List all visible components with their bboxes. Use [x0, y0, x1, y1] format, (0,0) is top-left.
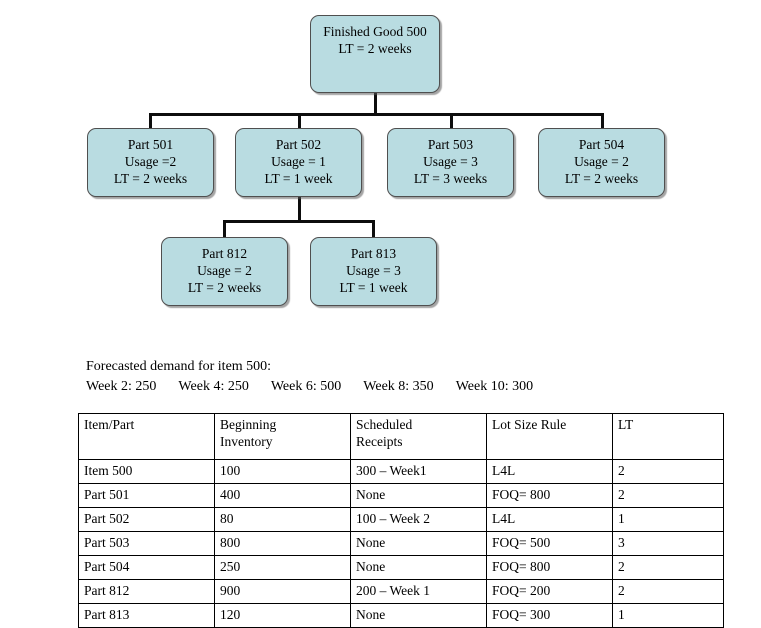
cell-item-part: Part 504 — [78, 555, 215, 580]
node-part-502[interactable]: Part 502 Usage = 1 LT = 1 week — [235, 128, 362, 197]
column-header-lot-size-rule: Lot Size Rule — [486, 413, 613, 460]
connector-drop-part502 — [298, 113, 301, 129]
cell-lot-size-rule: FOQ= 300 — [486, 603, 613, 628]
node-line: Usage = 3 — [423, 154, 478, 169]
node-line: Part 812 — [201, 246, 248, 261]
node-line: Usage =2 — [124, 154, 177, 169]
node-line: LT = 1 week — [339, 280, 408, 295]
cell-lt: 1 — [612, 507, 724, 532]
node-finished-good-500[interactable]: Finished Good 500 LT = 2 weeks — [310, 15, 440, 93]
forecast-weeks: Week 2: 250 Week 4: 250 Week 6: 500 Week 8:… — [86, 377, 533, 397]
column-header-item-part: Item/Part — [78, 413, 215, 460]
cell-scheduled-receipts: None — [350, 483, 487, 508]
cell-scheduled-receipts: None — [350, 603, 487, 628]
table-row: Item 500 100 300 – Week1 L4L 2 — [78, 459, 724, 484]
cell-beginning-inventory: 900 — [214, 579, 351, 604]
node-line: Finished Good 500 — [323, 24, 427, 39]
node-line: Usage = 2 — [574, 154, 629, 169]
cell-lt: 2 — [612, 555, 724, 580]
node-line: LT = 3 weeks — [413, 171, 488, 186]
table-row: Part 813 120 None FOQ= 300 1 — [78, 603, 724, 628]
table-row: Part 504 250 None FOQ= 800 2 — [78, 555, 724, 580]
cell-lot-size-rule: L4L — [486, 459, 613, 484]
table-row: Part 812 900 200 – Week 1 FOQ= 200 2 — [78, 579, 724, 604]
cell-beginning-inventory: 120 — [214, 603, 351, 628]
connector-part502-down — [298, 197, 301, 222]
node-line: Usage = 3 — [346, 263, 401, 278]
cell-scheduled-receipts: 200 – Week 1 — [350, 579, 487, 604]
cell-beginning-inventory: 800 — [214, 531, 351, 556]
node-line: Part 501 — [127, 137, 174, 152]
node-line: Part 502 — [275, 137, 322, 152]
forecast-block: Forecasted demand for item 500: Week 2: … — [86, 357, 533, 397]
cell-item-part: Part 501 — [78, 483, 215, 508]
cell-item-part: Part 812 — [78, 579, 215, 604]
node-line: LT = 2 weeks — [564, 171, 639, 186]
connector-drop-part504 — [601, 113, 604, 129]
node-line: Usage = 2 — [197, 263, 252, 278]
connector-drop-part813 — [372, 220, 375, 238]
cell-scheduled-receipts: 100 – Week 2 — [350, 507, 487, 532]
cell-beginning-inventory: 250 — [214, 555, 351, 580]
cell-lt: 1 — [612, 603, 724, 628]
cell-scheduled-receipts: None — [350, 555, 487, 580]
column-header-lt: LT — [612, 413, 724, 460]
connector-drop-part812 — [223, 220, 226, 238]
cell-lot-size-rule: FOQ= 800 — [486, 483, 613, 508]
cell-item-part: Part 503 — [78, 531, 215, 556]
forecast-week-item: Week 8: 350 — [363, 379, 434, 394]
cell-lot-size-rule: FOQ= 200 — [486, 579, 613, 604]
cell-lt: 2 — [612, 579, 724, 604]
cell-lot-size-rule: FOQ= 500 — [486, 531, 613, 556]
node-line: Part 813 — [350, 246, 397, 261]
node-line: Usage = 1 — [271, 154, 326, 169]
node-line: LT = 2 weeks — [187, 280, 262, 295]
table-row: Part 503 800 None FOQ= 500 3 — [78, 531, 724, 556]
forecast-title: Forecasted demand for item 500: — [86, 359, 272, 374]
table-row: Part 501 400 None FOQ= 800 2 — [78, 483, 724, 508]
node-line: LT = 1 week — [264, 171, 333, 186]
node-part-813[interactable]: Part 813 Usage = 3 LT = 1 week — [310, 237, 437, 306]
node-line: Part 503 — [427, 137, 474, 152]
node-part-812[interactable]: Part 812 Usage = 2 LT = 2 weeks — [161, 237, 288, 306]
cell-lot-size-rule: L4L — [486, 507, 613, 532]
cell-beginning-inventory: 100 — [214, 459, 351, 484]
node-part-501[interactable]: Part 501 Usage =2 LT = 2 weeks — [87, 128, 214, 197]
connector-drop-part503 — [450, 113, 453, 129]
connector-level2-bus — [149, 113, 604, 116]
node-line: LT = 2 weeks — [113, 171, 188, 186]
table-row: Part 502 80 100 – Week 2 L4L 1 — [78, 507, 724, 532]
cell-item-part: Item 500 — [78, 459, 215, 484]
forecast-week-item: Week 6: 500 — [270, 379, 342, 394]
cell-lt: 3 — [612, 531, 724, 556]
node-part-504[interactable]: Part 504 Usage = 2 LT = 2 weeks — [538, 128, 665, 197]
cell-item-part: Part 502 — [78, 507, 215, 532]
connector-drop-part501 — [149, 113, 152, 129]
cell-item-part: Part 813 — [78, 603, 215, 628]
cell-lt: 2 — [612, 459, 724, 484]
forecast-week-item: Week 2: 250 — [86, 379, 157, 394]
connector-root-down — [374, 93, 377, 115]
cell-lot-size-rule: FOQ= 800 — [486, 555, 613, 580]
node-part-503[interactable]: Part 503 Usage = 3 LT = 3 weeks — [387, 128, 514, 197]
cell-beginning-inventory: 80 — [214, 507, 351, 532]
cell-beginning-inventory: 400 — [214, 483, 351, 508]
connector-level3-bus — [223, 220, 375, 223]
forecast-week-item: Week 4: 250 — [178, 379, 249, 394]
cell-scheduled-receipts: 300 – Week1 — [350, 459, 487, 484]
node-line: LT = 2 weeks — [338, 41, 412, 56]
cell-lt: 2 — [612, 483, 724, 508]
forecast-week-item: Week 10: 300 — [455, 379, 534, 394]
cell-scheduled-receipts: None — [350, 531, 487, 556]
bom-tree-diagram: Finished Good 500 LT = 2 weeks Part 501 … — [87, 15, 665, 306]
node-line: Part 504 — [578, 137, 625, 152]
